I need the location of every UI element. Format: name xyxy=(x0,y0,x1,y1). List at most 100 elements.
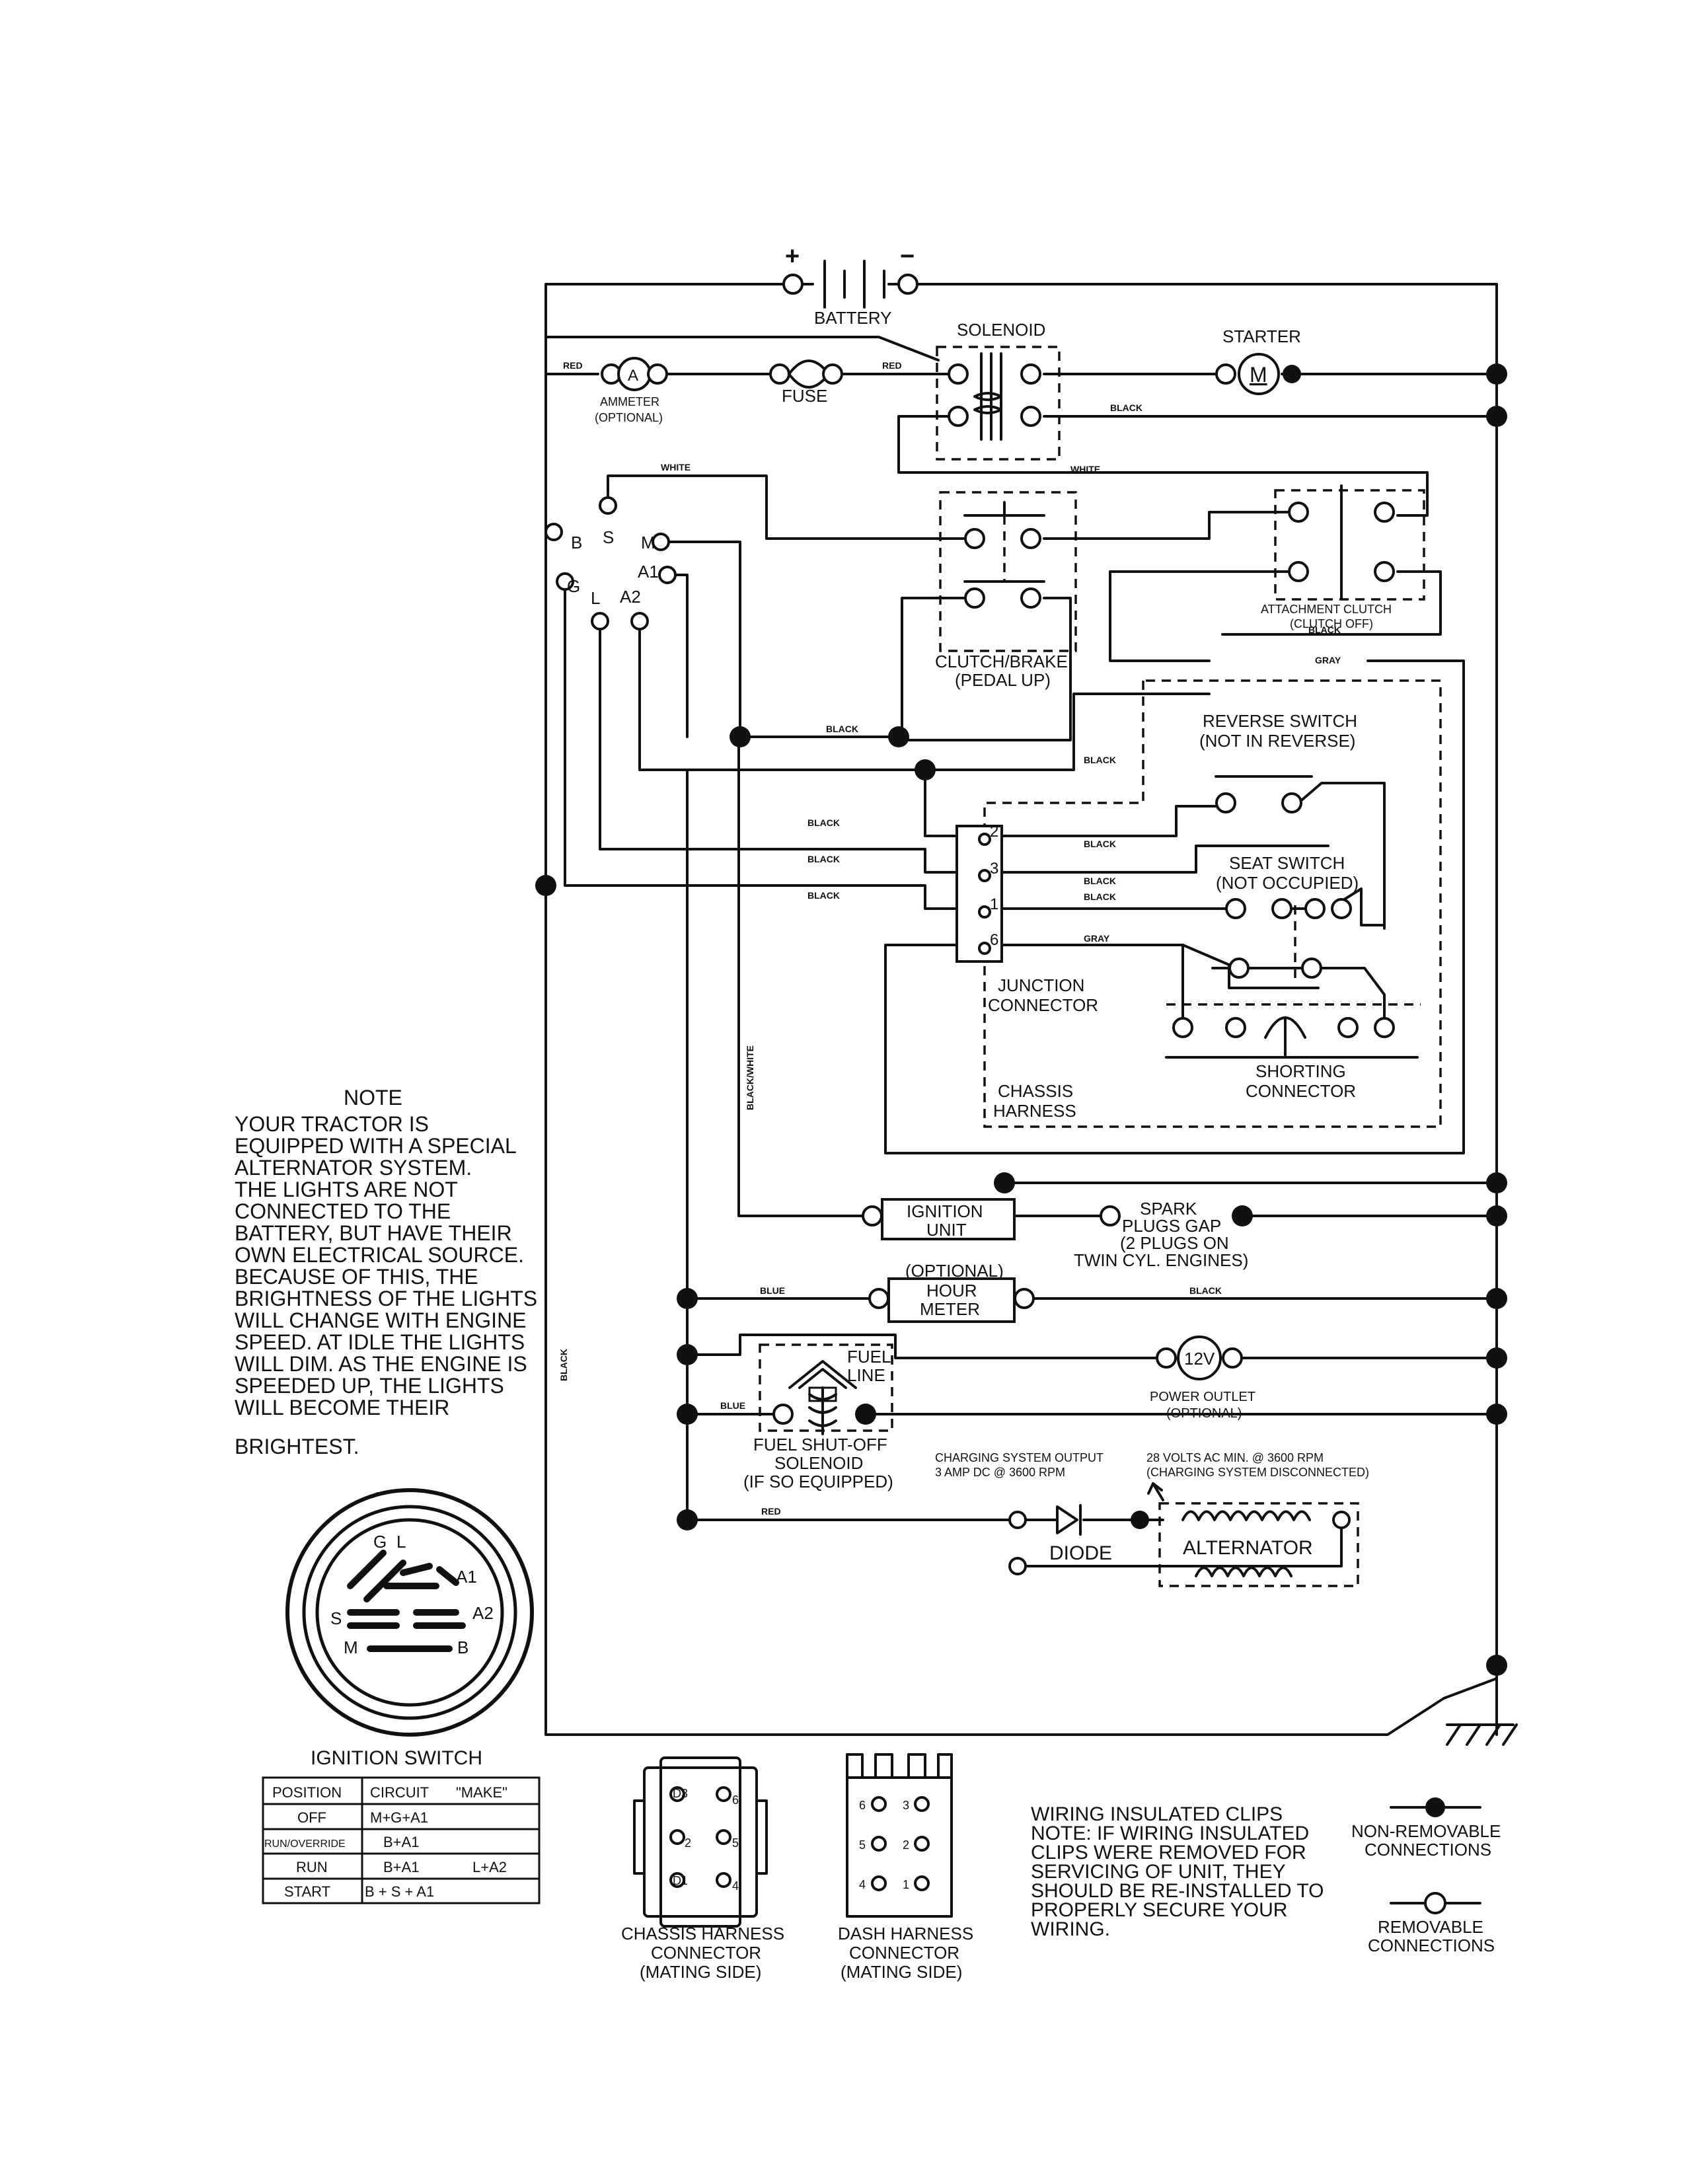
clutch-brake-label-2: (PEDAL UP) xyxy=(955,670,1051,690)
face-label-l: L xyxy=(396,1532,406,1552)
legend-nonremovable-1: NON-REMOVABLE xyxy=(1351,1821,1501,1841)
ignition-unit: IGNITION UNIT SPARK PLUGS GAP (2 PLUGS O… xyxy=(862,1198,1248,1270)
note-line-1: YOUR TRACTOR IS xyxy=(235,1112,429,1136)
table-row-2-pos: RUN xyxy=(296,1859,328,1875)
note-line-7: OWN ELECTRICAL SOURCE. xyxy=(235,1243,524,1267)
junction-pin-1: 1 xyxy=(990,895,998,913)
chassis-pin-2: 2 xyxy=(685,1836,691,1850)
chassis-pin-6: 6 xyxy=(732,1793,739,1807)
chassis-harness-label-1: CHASSIS xyxy=(998,1081,1073,1101)
solenoid: SOLENOID xyxy=(948,320,1045,441)
fuel-solenoid-box xyxy=(759,1343,893,1432)
junction-pin-3: 3 xyxy=(990,860,998,878)
terminal-b: B xyxy=(571,533,582,552)
connection-legend: NON-REMOVABLE CONNECTIONS REMOVABLE CONN… xyxy=(1351,1797,1501,1955)
dash-pin-6: 6 xyxy=(859,1799,866,1812)
dash-connector-label-3: (MATING SIDE) xyxy=(841,1962,962,1982)
fuse-label: FUSE xyxy=(782,386,827,406)
wire-black-11: BLACK xyxy=(1189,1285,1222,1296)
wire-black-1: BLACK xyxy=(1110,402,1142,413)
reverse-switch-label-2: (NOT IN REVERSE) xyxy=(1199,731,1355,751)
alternator-note: NOTE YOUR TRACTOR IS EQUIPPED WITH A SPE… xyxy=(235,1086,537,1458)
note-line-12: WILL DIM. AS THE ENGINE IS xyxy=(235,1352,527,1376)
table-header-position: POSITION xyxy=(272,1784,342,1801)
charging-label-1: CHARGING SYSTEM OUTPUT xyxy=(935,1451,1104,1464)
starter-symbol: M xyxy=(1250,363,1267,387)
chassis-connector-label-2: CONNECTOR xyxy=(651,1943,761,1963)
note-line-9: BRIGHTNESS OF THE LIGHTS xyxy=(235,1287,537,1310)
power-outlet: 12V POWER OUTLET (OPTIONAL) xyxy=(1150,1336,1255,1421)
chassis-harness-connector: D3 6 2 5 D1 4 CHASSIS HARNESS CONNECTOR … xyxy=(621,1756,784,1982)
legend-nonremovable-2: CONNECTIONS xyxy=(1365,1840,1491,1860)
spark-label-2: PLUGS GAP xyxy=(1122,1216,1221,1236)
table-row-3-pos: START xyxy=(284,1883,330,1900)
wire-black-6: BLACK xyxy=(807,854,840,864)
face-label-m: M xyxy=(344,1638,358,1657)
wire-black-7: BLACK xyxy=(807,890,840,901)
terminal-a1: A1 xyxy=(638,562,659,582)
junction-pin-6: 6 xyxy=(990,931,998,949)
face-label-g: G xyxy=(373,1532,387,1552)
clips-note-line-5: SHOULD BE RE-INSTALLED TO xyxy=(1031,1880,1324,1902)
attachment-clutch-label-2: (CLUTCH OFF) xyxy=(1290,617,1373,630)
clutch-brake-label-1: CLUTCH/BRAKE xyxy=(935,652,1068,671)
wire-gray-1: GRAY xyxy=(1315,655,1341,665)
clips-note-line-7: WIRING. xyxy=(1031,1918,1110,1940)
seat-switch-label-2: (NOT OCCUPIED) xyxy=(1216,873,1359,893)
chassis-connector-label-1: CHASSIS HARNESS xyxy=(621,1924,784,1943)
hour-meter-label-2: METER xyxy=(920,1299,980,1319)
battery-plus: + xyxy=(785,243,800,270)
chassis-pin-d1: D1 xyxy=(673,1874,688,1887)
terminal-s: S xyxy=(603,527,614,547)
wire-blue-2: BLUE xyxy=(720,1400,745,1411)
dash-pin-3: 3 xyxy=(903,1799,909,1812)
clips-note: WIRING INSULATED CLIPS NOTE: IF WIRING I… xyxy=(1031,1803,1324,1940)
note-line-15: BRIGHTEST. xyxy=(235,1435,359,1458)
attachment-clutch-box xyxy=(1274,489,1425,601)
clips-note-line-2: NOTE: IF WIRING INSULATED xyxy=(1031,1823,1309,1844)
junction-label-2: CONNECTOR xyxy=(988,995,1098,1015)
note-line-14: WILL BECOME THEIR xyxy=(235,1396,449,1419)
table-header-circuit: CIRCUIT xyxy=(370,1784,429,1801)
junction-label-1: JUNCTION xyxy=(998,975,1084,995)
battery: + − BATTERY xyxy=(782,243,918,328)
spark-label-3: (2 PLUGS ON xyxy=(1120,1233,1229,1253)
ignition-terminal-block: S M B A1 G L A2 xyxy=(544,496,677,630)
alt-note-label-2: (CHARGING SYSTEM DISCONNECTED) xyxy=(1146,1466,1369,1479)
dashed-enclosures xyxy=(759,346,1442,1587)
wire-black-8: BLACK xyxy=(1084,839,1116,849)
alternator-label: ALTERNATOR xyxy=(1183,1537,1313,1559)
dash-pin-1: 1 xyxy=(903,1878,909,1891)
alternator-box xyxy=(1158,1502,1359,1587)
wire-black-9: BLACK xyxy=(1084,876,1116,886)
fuel-sol-label-1: FUEL SHUT-OFF xyxy=(753,1435,887,1454)
reverse-switch-label-1: REVERSE SWITCH xyxy=(1203,711,1357,731)
attachment-clutch-switch: ATTACHMENT CLUTCH (CLUTCH OFF) xyxy=(1261,484,1395,630)
wire-white-1: WHITE xyxy=(661,462,691,472)
note-line-8: BECAUSE OF THIS, THE xyxy=(235,1265,478,1289)
starter-label: STARTER xyxy=(1222,326,1301,346)
chassis-harness-label-2: HARNESS xyxy=(993,1101,1076,1121)
junction-dots xyxy=(535,363,1507,1676)
ammeter: A AMMETER (OPTIONAL) xyxy=(595,357,668,424)
note-line-5: CONNECTED TO THE xyxy=(235,1199,451,1223)
wire-black-2: BLACK xyxy=(1308,624,1341,635)
note-line-13: SPEEDED UP, THE LIGHTS xyxy=(235,1374,504,1398)
power-outlet-label-1: POWER OUTLET xyxy=(1150,1390,1255,1404)
spark-label-1: SPARK xyxy=(1140,1199,1197,1219)
clips-note-line-4: SERVICING OF UNIT, THEY xyxy=(1031,1861,1286,1883)
wire-black-5: BLACK xyxy=(807,817,840,828)
attachment-clutch-label-1: ATTACHMENT CLUTCH xyxy=(1261,603,1392,616)
table-row-2-circ: B+A1 xyxy=(383,1859,419,1875)
clips-note-line-6: PROPERLY SECURE YOUR xyxy=(1031,1899,1287,1921)
fuel-line-label-2: LINE xyxy=(847,1365,885,1385)
hour-meter: (OPTIONAL) HOUR METER xyxy=(868,1261,1035,1323)
solenoid-label: SOLENOID xyxy=(957,320,1045,340)
solenoid-box xyxy=(936,346,1061,461)
chassis-harness-box xyxy=(983,679,1442,1128)
note-line-10: WILL CHANGE WITH ENGINE xyxy=(235,1308,527,1332)
wire-red-3: RED xyxy=(761,1506,781,1517)
chassis-pin-d3: D3 xyxy=(673,1787,688,1800)
wire-black-4: BLACK xyxy=(1084,755,1116,765)
